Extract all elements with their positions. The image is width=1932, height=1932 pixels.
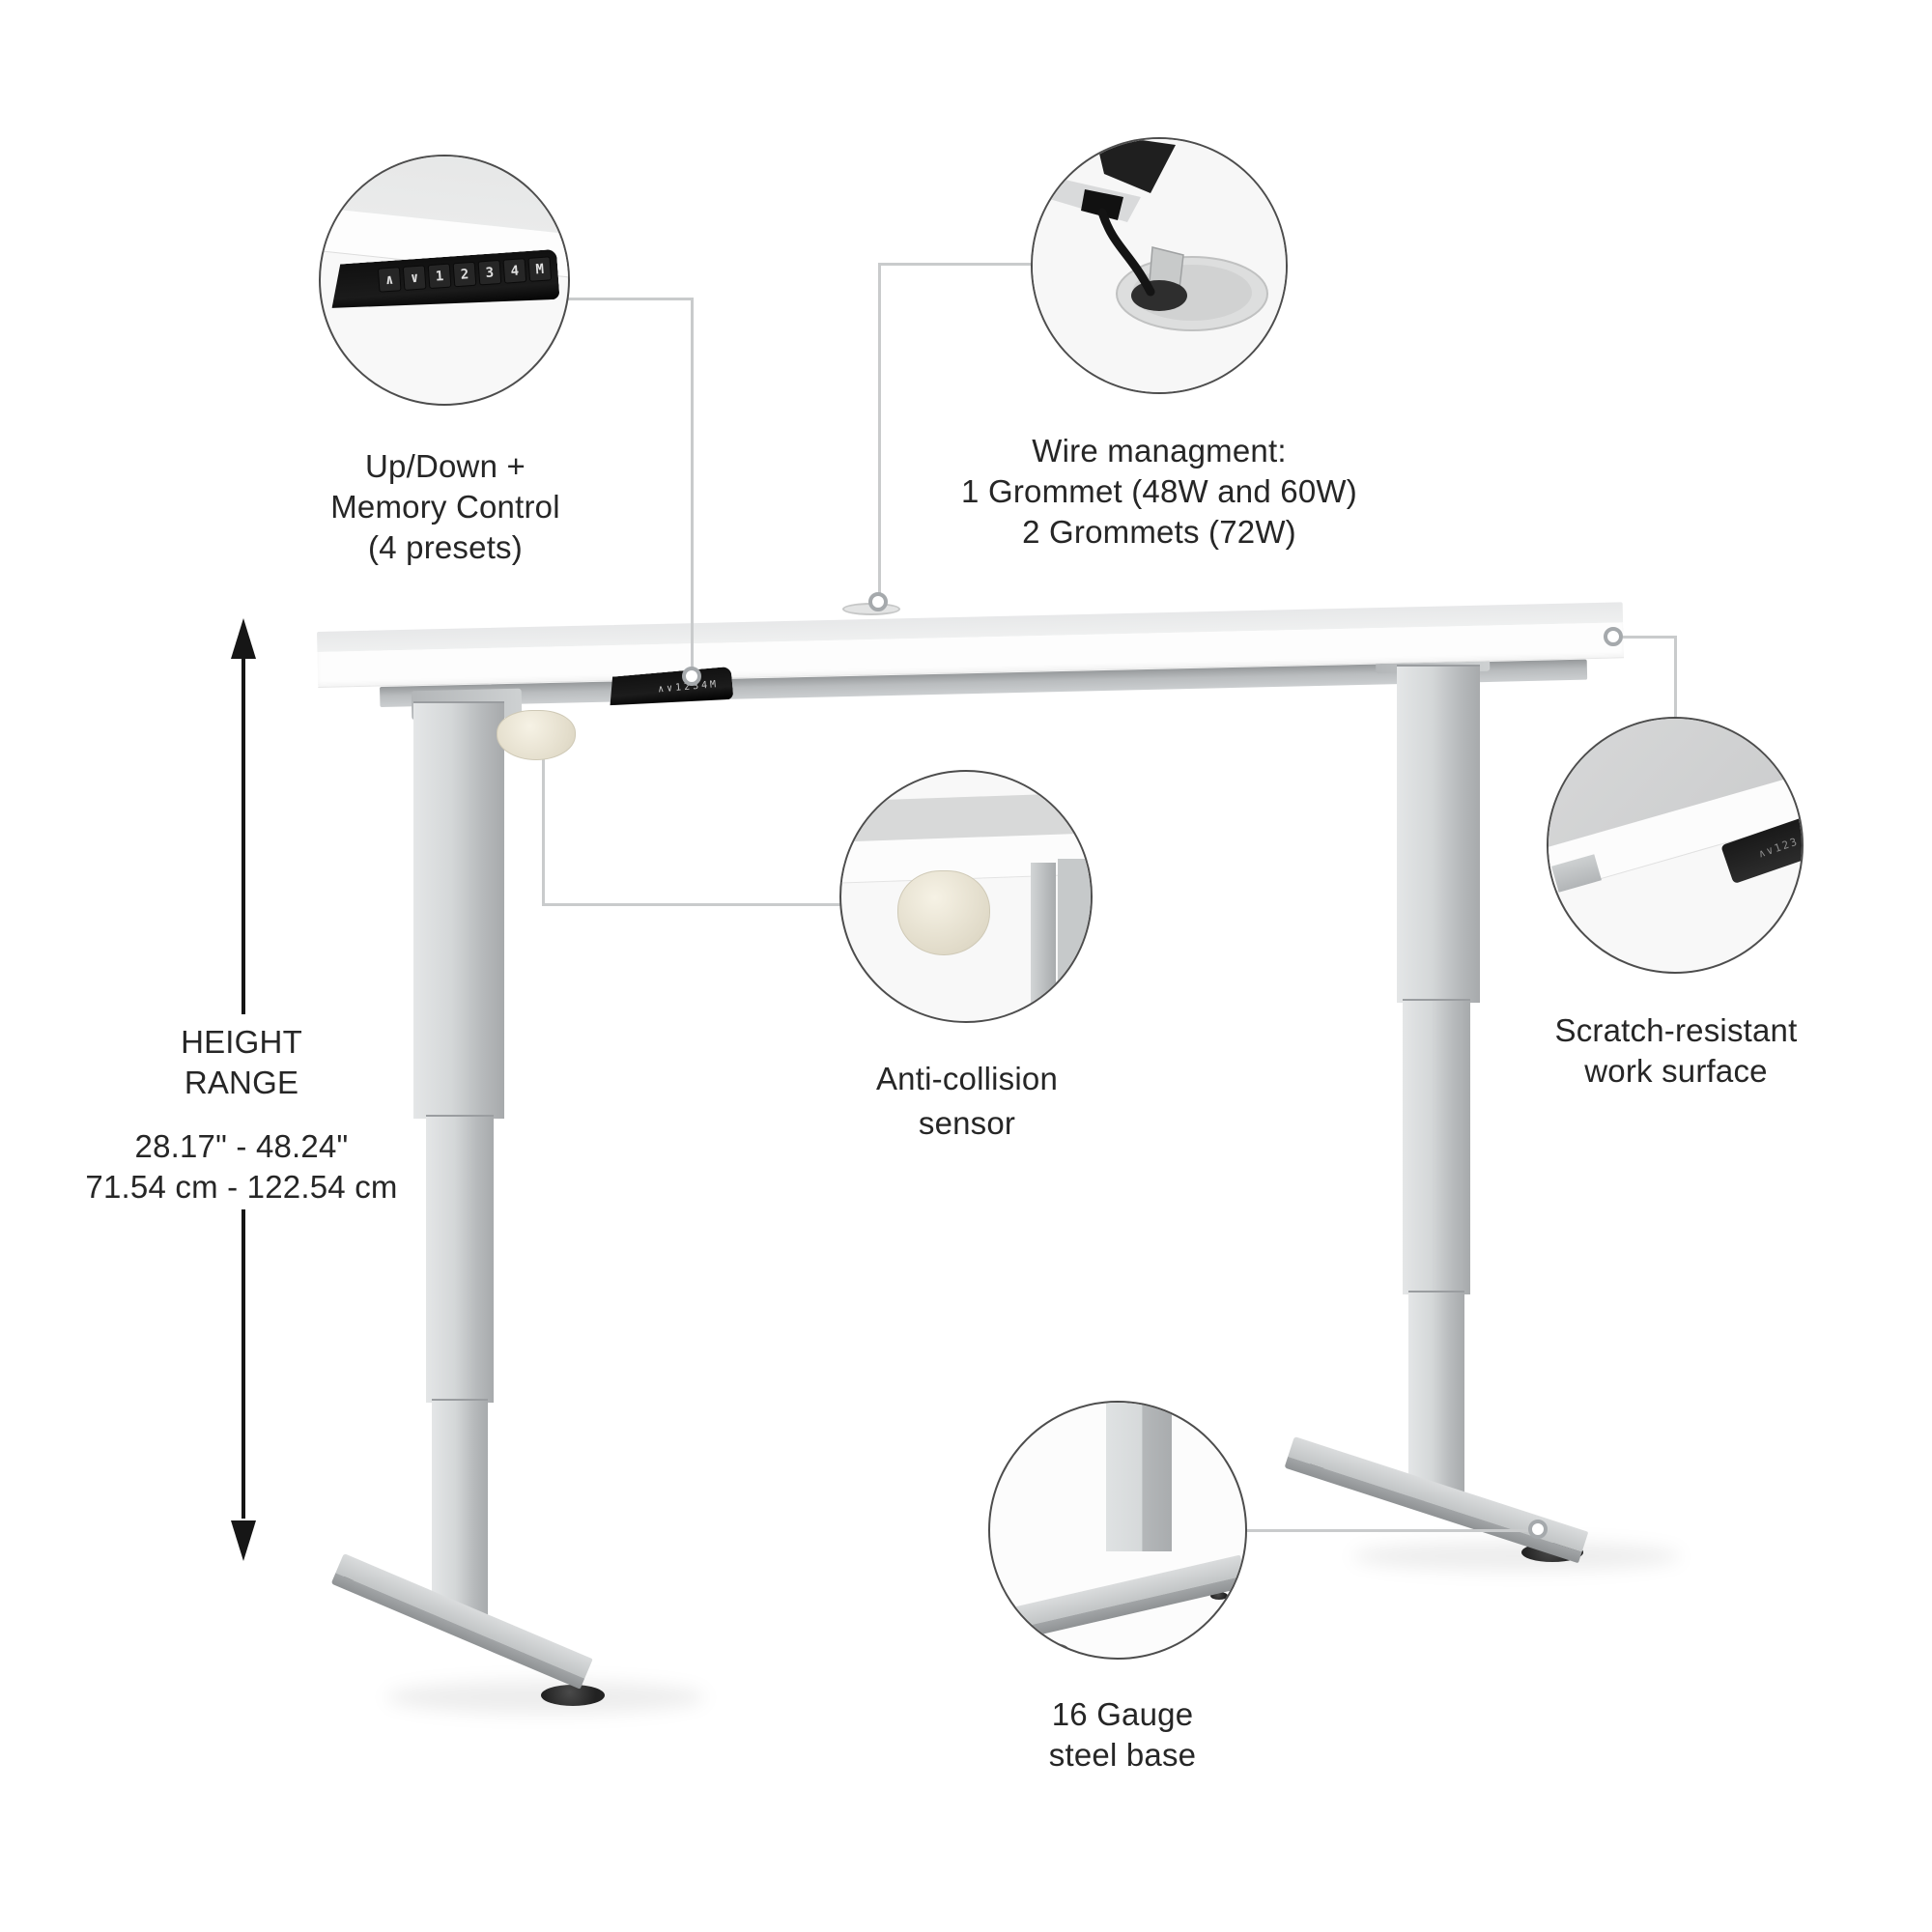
grommet-hole (1131, 280, 1187, 311)
left-leg-middle (426, 1115, 494, 1403)
scratch-line1: Scratch-resistant (1554, 1012, 1798, 1048)
scratch-label: Scratch-resistant work surface (1483, 1010, 1869, 1092)
column-zoom (1106, 1403, 1172, 1551)
foot-zoom (993, 1554, 1245, 1650)
height-range-title2: RANGE (184, 1065, 299, 1100)
wire-line3: 2 Grommets (72W) (1022, 514, 1296, 550)
cable (1097, 208, 1155, 297)
gauge-label: 16 Gauge steel base (929, 1694, 1316, 1776)
grommet-zoom-scene (1033, 139, 1286, 392)
ring-keypad (682, 667, 701, 686)
callout-circle-keypad: ∧ ∨ 1 2 3 4 M (319, 155, 570, 406)
key-preset-2[interactable]: 2 (453, 262, 477, 288)
key-preset-3[interactable]: 3 (478, 260, 502, 286)
anti-collision-sensor-device (497, 710, 576, 760)
height-range-title1: HEIGHT (181, 1024, 302, 1060)
keypad-keys: ∧ ∨ 1 2 3 4 M (378, 256, 552, 292)
left-leg-upper (413, 701, 504, 1119)
leader-sensor-v (542, 755, 545, 906)
ring-worksurface (1604, 627, 1623, 646)
key-down-icon[interactable]: ∨ (403, 265, 427, 291)
callout-circle-sensor (839, 770, 1093, 1023)
c3-leg-panel (1058, 859, 1091, 1013)
arrow-shaft-lower (242, 1209, 245, 1519)
callout-circle-worksurface: ∧∨123 (1547, 717, 1804, 974)
wire-line2: 1 Grommet (48W and 60W) (961, 473, 1357, 509)
usb-plug-icon (1081, 189, 1123, 220)
leader-sensor-h (542, 903, 841, 906)
left-leg-lower (432, 1399, 488, 1617)
updown-label: Up/Down + Memory Control (4 presets) (252, 446, 639, 568)
c4-keypad-glyphs: ∧∨123 (1756, 834, 1801, 861)
keypad-zoom[interactable]: ∧ ∨ 1 2 3 4 M (328, 249, 559, 315)
wire-label: Wire managment: 1 Grommet (48W and 60W) … (908, 431, 1410, 553)
foot-zoom-glide (1023, 1642, 1069, 1658)
right-foot-shadow (1352, 1542, 1681, 1571)
height-range-cm: 71.54 cm - 122.54 cm (85, 1169, 398, 1205)
sensor-zoom (897, 870, 990, 955)
callout-circle-base (988, 1401, 1247, 1660)
ring-foot (1528, 1520, 1548, 1539)
key-preset-1[interactable]: 1 (428, 264, 452, 290)
height-range-inches: 28.17" - 48.24" (134, 1128, 349, 1164)
foot-zoom-rear-glide (1210, 1592, 1228, 1600)
updown-line3: (4 presets) (368, 529, 523, 565)
right-leg-upper (1397, 665, 1480, 1003)
left-foot-front-glide (541, 1685, 605, 1706)
laptop-lid (1095, 139, 1176, 193)
leader-wire-v (878, 263, 881, 598)
ring-grommet (868, 592, 888, 611)
arrow-down-icon (231, 1520, 256, 1561)
leader-wire-h (880, 263, 1033, 266)
scratch-line2: work surface (1584, 1053, 1768, 1089)
leader-scratch-h (1623, 636, 1677, 639)
leader-scratch-v (1674, 636, 1677, 719)
gauge-line1: 16 Gauge (1051, 1696, 1194, 1732)
right-leg-middle (1403, 999, 1470, 1294)
key-preset-4[interactable]: 4 (503, 258, 527, 284)
updown-line2: Memory Control (330, 489, 560, 525)
anticollision-line1: Anti-collision (875, 1061, 1059, 1096)
updown-line1: Up/Down + (365, 448, 526, 484)
arrow-shaft-upper (242, 655, 245, 1014)
wire-line1: Wire managment: (1032, 433, 1287, 469)
c3-leg-bracket (1031, 863, 1056, 1009)
key-up-icon[interactable]: ∧ (378, 267, 402, 293)
anticollision-line2: sensor (918, 1105, 1016, 1141)
callout-circle-grommet (1031, 137, 1288, 394)
right-leg-lower (1408, 1291, 1464, 1501)
leader-updown-h (568, 298, 694, 300)
leader-gauge-h (1246, 1529, 1530, 1532)
arrow-up-icon (231, 618, 256, 659)
key-memory[interactable]: M (527, 256, 552, 282)
height-range-label: HEIGHT RANGE 28.17" - 48.24" 71.54 cm - … (58, 1022, 425, 1208)
leader-updown-v (691, 298, 694, 668)
anticollision-label: Anti-collision sensor (774, 1057, 1160, 1146)
gauge-line2: steel base (1048, 1737, 1197, 1773)
